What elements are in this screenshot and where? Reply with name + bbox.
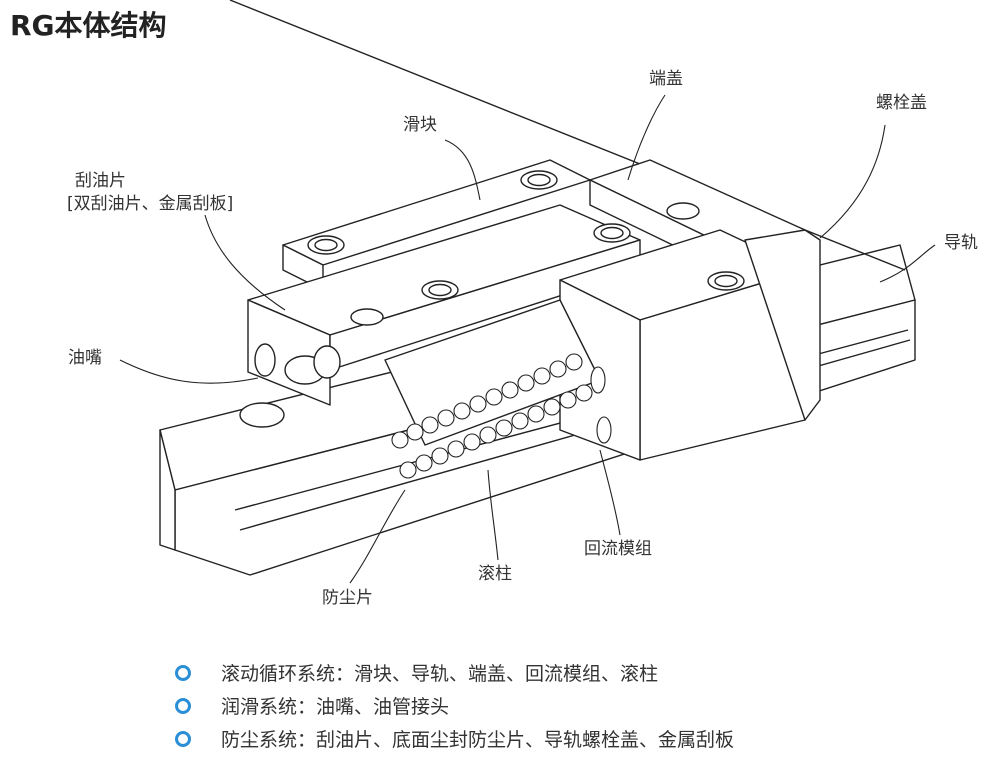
bullet-text: 防尘系统：刮油片、底面尘封防尘片、导轨螺栓盖、金属刮板 <box>221 729 735 751</box>
list-item: 滚动循环系统：滑块、导轨、端盖、回流模组、滚柱 <box>175 656 734 689</box>
bolt-holes <box>307 170 745 326</box>
label-seal: 防尘片 <box>322 588 373 608</box>
bullet-circle-icon <box>175 664 191 681</box>
bullet-text: 润滑系统：油嘴、油管接头 <box>221 696 450 718</box>
block-shape <box>247 159 821 461</box>
bullet-circle-icon <box>175 697 191 714</box>
label-scraper-detail: [双刮油片、金属刮板] <box>67 194 234 214</box>
label-grease-nipple: 油嘴 <box>68 348 102 368</box>
leader-lines <box>119 94 936 584</box>
rg-linear-guide-diagram <box>119 0 936 584</box>
label-end-cap: 端盖 <box>649 69 683 89</box>
label-rail: 导轨 <box>944 233 978 253</box>
list-item: 防尘系统：刮油片、底面尘封防尘片、导轨螺栓盖、金属刮板 <box>175 722 734 755</box>
grease-nipple-shape <box>254 343 341 385</box>
label-bolt-cap: 螺栓盖 <box>876 93 927 113</box>
label-recirculation: 回流模组 <box>584 539 652 559</box>
label-block: 滑块 <box>403 115 437 135</box>
label-scraper: 刮油片 <box>75 171 126 191</box>
roller-shapes <box>391 353 612 479</box>
label-roller: 滚柱 <box>478 564 512 584</box>
list-item: 润滑系统：油嘴、油管接头 <box>175 689 734 722</box>
bullet-circle-icon <box>175 730 191 747</box>
bullet-text: 滚动循环系统：滑块、导轨、端盖、回流模组、滚柱 <box>221 663 659 685</box>
bullet-list: 滚动循环系统：滑块、导轨、端盖、回流模组、滚柱 润滑系统：油嘴、油管接头 防尘系… <box>175 656 734 755</box>
page-title: RG本体结构 <box>10 9 167 42</box>
